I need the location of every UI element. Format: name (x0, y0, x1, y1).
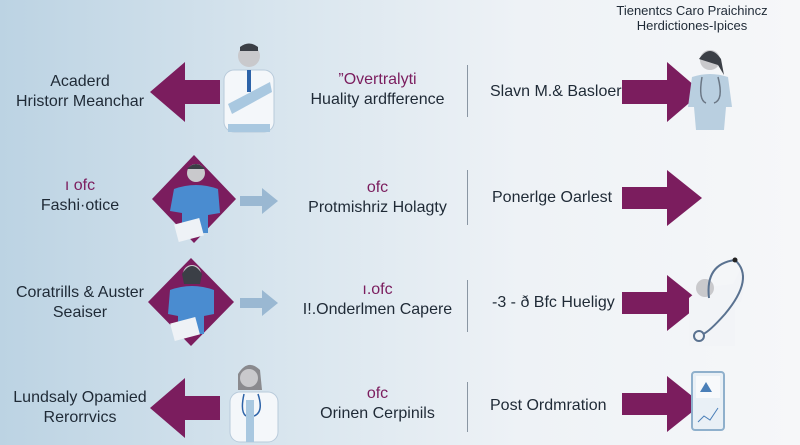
label-line: Acaderd (50, 73, 110, 90)
header-title: Tienentcs Caro Praichincz Herdictiones-I… (612, 3, 772, 33)
label-line: Seaiser (52, 304, 108, 321)
divider (467, 170, 468, 225)
divider (467, 280, 468, 332)
right-arrow-icon (622, 62, 702, 122)
stethoscope-icon (689, 257, 747, 346)
row3-left-label: Coratrills & Auster Seaiser (0, 283, 160, 323)
right-arrow-icon (622, 275, 702, 331)
accent-text: ı.ofc (362, 281, 393, 298)
row1-right-label: Slavn M.& Basloer (490, 83, 622, 100)
row4-left-label: Lundsaly Opamied Rerorrvics (0, 388, 160, 428)
tablet-chart-icon (691, 371, 725, 431)
row3-mid-label: ı.ofc I!.Onderlmen Capere (290, 280, 465, 320)
label-line: Fashi·otice (40, 197, 120, 214)
label-line: Rerorrvics (43, 409, 117, 426)
label-line: Protmishriz Holagty (308, 199, 447, 216)
header-title-line: Tienentcs Caro Praichincz (616, 3, 768, 18)
doctor-icon (223, 43, 275, 133)
right-arrow-icon (622, 376, 702, 432)
accent-text: ı ofc (64, 177, 96, 194)
left-arrow-icon (150, 62, 220, 122)
row1-left-label: Acaderd Hristorr Meanchar (0, 72, 160, 112)
nurse-icon (688, 50, 732, 130)
accent-text: ofc (366, 179, 389, 196)
diamond-badge-icon (148, 258, 234, 346)
accent-text: ofc (366, 385, 389, 402)
light-arrow-icon (240, 290, 278, 316)
row4-mid-label: ofc Orinen Cerpinils (290, 384, 465, 424)
row2-mid-label: ofc Protmishriz Holagty (290, 178, 465, 218)
doctor-icon (229, 364, 279, 443)
divider (467, 65, 468, 117)
label-line: Coratrills & Auster (15, 284, 145, 301)
label-line: Lundsaly Opamied (13, 389, 147, 406)
divider (467, 382, 468, 432)
label-line: Orinen Cerpinils (320, 405, 435, 422)
row4-right-label: Post Ordmration (490, 397, 607, 414)
diamond-badge-icon (152, 155, 236, 243)
light-arrow-icon (240, 188, 278, 214)
row3-right-label: -3 - ð Bfc Hueligy (492, 294, 615, 311)
row2-left-label: ı ofc Fashi·otice (0, 176, 160, 216)
right-arrow-icon (622, 170, 702, 226)
accent-text: ”Overtralyti (338, 71, 417, 88)
label-line: Huality ardfference (310, 91, 445, 108)
row2-right-label: Ponerlge Oarlest (492, 189, 613, 206)
row1-mid-label: ”Overtralyti Huality ardfference (290, 70, 465, 110)
label-line: I!.Onderlmen Capere (302, 301, 453, 318)
label-line: Hristorr Meanchar (15, 93, 145, 110)
left-arrow-icon (150, 378, 220, 438)
header-title-line: Herdictiones-Ipices (636, 18, 748, 33)
